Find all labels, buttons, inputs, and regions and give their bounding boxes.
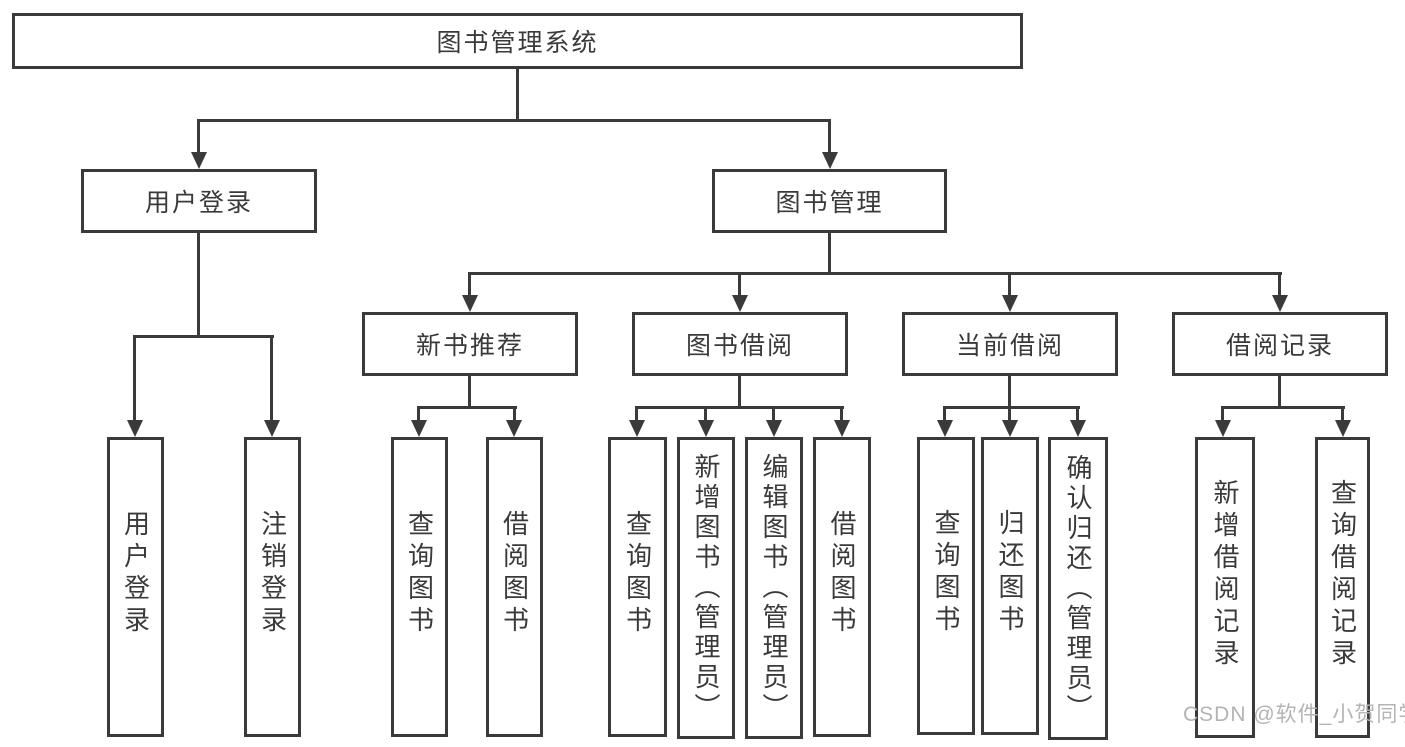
arrowhead-leaf-query-1-icon	[411, 420, 427, 437]
arrowhead-leaf-query-2-icon	[629, 420, 645, 437]
connector-to-leaf-add-record	[1221, 406, 1224, 420]
watermark: CSDN @软件_小贺同学	[1183, 703, 1405, 726]
connector-to-leaf-borrow-1	[513, 406, 516, 420]
connector-to-book-borrow	[738, 272, 741, 295]
node-book-borrow-label: 图书借阅	[685, 332, 794, 360]
arrowhead-borrow-records-icon	[1272, 295, 1288, 312]
arrowhead-user-login-icon	[191, 152, 207, 169]
connector-book-borrow-rail	[636, 406, 844, 409]
leaf-add-book-admin: 新增图书（管理员）	[677, 437, 735, 739]
connector-to-leaf-edit-book	[772, 406, 775, 420]
arrowhead-book-management-icon	[822, 152, 838, 169]
connector-to-leaf-borrow-2	[840, 406, 843, 420]
connector-level3-rail	[469, 272, 1282, 275]
connector-book-borrow-stem	[738, 376, 741, 406]
connector-book-management-stem	[828, 233, 831, 272]
connector-user-login-rail	[134, 335, 274, 338]
arrowhead-leaf-edit-book-icon	[766, 420, 782, 437]
connector-to-leaf-logout	[270, 335, 273, 420]
connector-borrow-records-rail	[1222, 406, 1345, 409]
leaf-borrow-books-recommend: 借阅图书	[486, 437, 543, 737]
leaf-borrow-books: 借阅图书	[813, 437, 871, 737]
leaf-edit-book-admin: 编辑图书（管理员）	[745, 437, 803, 739]
connector-to-current-borrow	[1008, 272, 1011, 295]
arrowhead-leaf-confirm-return-icon	[1070, 420, 1086, 437]
connector-level2-rail	[198, 119, 831, 122]
node-user-login-label: 用户登录	[144, 189, 253, 217]
arrowhead-leaf-add-book-icon	[698, 420, 714, 437]
connector-to-leaf-user-login	[133, 335, 136, 420]
node-new-book-recommend: 新书推荐	[362, 312, 578, 376]
connector-to-leaf-query-record	[1341, 406, 1344, 420]
node-book-borrow: 图书借阅	[632, 312, 848, 376]
node-root-label: 图书管理系统	[436, 29, 599, 57]
connector-to-borrow-records	[1278, 272, 1281, 295]
leaf-logout: 注销登录	[244, 437, 301, 737]
leaf-confirm-return-admin: 确认归还（管理员）	[1048, 437, 1108, 740]
node-book-management-label: 图书管理	[775, 189, 884, 217]
connector-to-leaf-confirm-return	[1076, 406, 1079, 420]
connector-to-leaf-query-3	[943, 406, 946, 420]
node-current-borrow: 当前借阅	[902, 312, 1118, 376]
leaf-query-books-borrow: 查询图书	[608, 437, 667, 737]
connector-to-new-book-recommend	[468, 272, 471, 295]
arrowhead-leaf-borrow-1-icon	[506, 420, 522, 437]
node-root: 图书管理系统	[12, 13, 1023, 69]
arrowhead-book-borrow-icon	[732, 295, 748, 312]
connector-user-login-stem	[197, 233, 200, 335]
arrowhead-leaf-user-login-icon	[127, 420, 143, 437]
leaf-query-books-recommend: 查询图书	[391, 437, 448, 737]
leaf-return-books: 归还图书	[981, 437, 1039, 735]
leaf-add-borrow-record: 新增借阅记录	[1195, 437, 1255, 738]
arrowhead-new-book-recommend-icon	[462, 295, 478, 312]
connector-to-user-login	[197, 119, 200, 152]
connector-to-leaf-query-1	[417, 406, 420, 420]
leaf-query-borrow-record: 查询借阅记录	[1315, 437, 1370, 738]
leaf-query-books-current: 查询图书	[917, 437, 975, 735]
node-borrow-records: 借阅记录	[1172, 312, 1388, 376]
arrowhead-leaf-query-3-icon	[937, 420, 953, 437]
connector-to-book-management	[828, 119, 831, 152]
connector-borrow-records-stem	[1278, 376, 1281, 406]
node-new-book-recommend-label: 新书推荐	[415, 332, 524, 360]
node-user-login: 用户登录	[81, 169, 317, 233]
node-current-borrow-label: 当前借阅	[955, 332, 1064, 360]
arrowhead-leaf-add-record-icon	[1215, 420, 1231, 437]
arrowhead-current-borrow-icon	[1002, 295, 1018, 312]
connector-current-borrow-rail	[944, 406, 1080, 409]
node-borrow-records-label: 借阅记录	[1225, 332, 1334, 360]
arrowhead-leaf-logout-icon	[264, 420, 280, 437]
arrowhead-leaf-borrow-2-icon	[834, 420, 850, 437]
connector-current-borrow-stem	[1008, 376, 1011, 406]
connector-to-leaf-add-book	[704, 406, 707, 420]
node-book-management: 图书管理	[712, 169, 947, 233]
arrowhead-leaf-return-icon	[1002, 420, 1018, 437]
connector-new-book-recommend-rail	[418, 406, 517, 409]
connector-to-leaf-query-2	[635, 406, 638, 420]
arrowhead-leaf-query-record-icon	[1335, 420, 1351, 437]
connector-to-leaf-return	[1008, 406, 1011, 420]
connector-new-book-recommend-stem	[468, 376, 471, 406]
connector-root-stem	[516, 69, 519, 119]
leaf-user-login: 用户登录	[107, 437, 164, 737]
